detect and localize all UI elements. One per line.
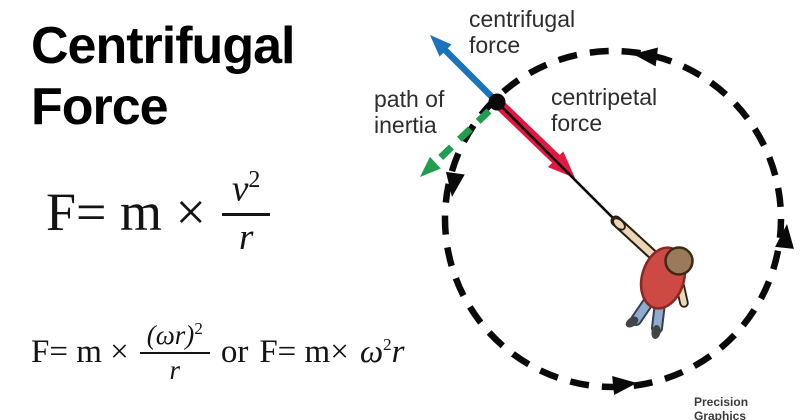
person-leg-right-outline bbox=[651, 297, 666, 334]
formula-main-numerator: v2 bbox=[221, 167, 271, 217]
person-arm2-outline bbox=[672, 267, 689, 308]
person-arm2 bbox=[674, 269, 687, 306]
person-shoe-left bbox=[625, 316, 639, 328]
formula-main-denominator: r bbox=[238, 217, 254, 259]
label-centripetal-force: centripetal force bbox=[551, 84, 658, 136]
formula-alt-denominator: r bbox=[169, 355, 181, 386]
formula-alt-lhs2: F= m× bbox=[259, 333, 349, 370]
formula-alt-connector: or bbox=[220, 333, 249, 370]
path-of-inertia-arrow-shaft bbox=[435, 108, 492, 163]
rotation-arrow-right-icon bbox=[775, 224, 794, 249]
rotation-arrow-left-icon bbox=[445, 171, 465, 197]
centripetal-force-arrowhead-icon bbox=[547, 151, 575, 178]
person-leg-left-outline bbox=[630, 292, 657, 326]
label-path-of-inertia: path of inertia bbox=[374, 86, 445, 138]
rotation-arrow-top-icon bbox=[633, 47, 658, 67]
person-arm bbox=[612, 217, 656, 258]
person-leg-left bbox=[632, 294, 655, 324]
person-hand bbox=[612, 217, 626, 231]
formula-main-fraction: v2 r bbox=[221, 167, 271, 259]
person-shoe-right bbox=[651, 325, 661, 339]
formula-alt-rhs: ω2r bbox=[359, 333, 405, 370]
person-torso bbox=[639, 246, 687, 310]
centripetal-force-arrow-shaft bbox=[497, 102, 560, 163]
person-arm-outline bbox=[610, 215, 658, 260]
formula-alt-fraction: (ωr)2 r bbox=[139, 320, 210, 386]
label-centrifugal-force: centrifugal force bbox=[469, 6, 576, 58]
person-leg-right bbox=[653, 299, 664, 332]
formula-main-lhs: F= m × bbox=[46, 182, 206, 243]
path-of-inertia-arrowhead-icon bbox=[420, 156, 441, 177]
formula-alt-lhs: F= m × bbox=[31, 333, 129, 370]
credit-text: Precision Graphics bbox=[694, 395, 749, 420]
rotation-arrow-bottom-icon bbox=[612, 376, 637, 395]
formula-secondary: F= m × (ωr)2 r or F= m× ω2r bbox=[31, 320, 404, 384]
centrifugal-force-arrowhead-icon bbox=[430, 35, 452, 57]
formula-main: F= m × v2 r bbox=[46, 167, 271, 259]
page-title: Centrifugal Force bbox=[31, 17, 295, 136]
person-figure bbox=[610, 215, 694, 339]
object-dot bbox=[488, 93, 506, 111]
formula-alt-numerator: (ωr)2 bbox=[139, 320, 210, 355]
person-head bbox=[664, 246, 694, 276]
